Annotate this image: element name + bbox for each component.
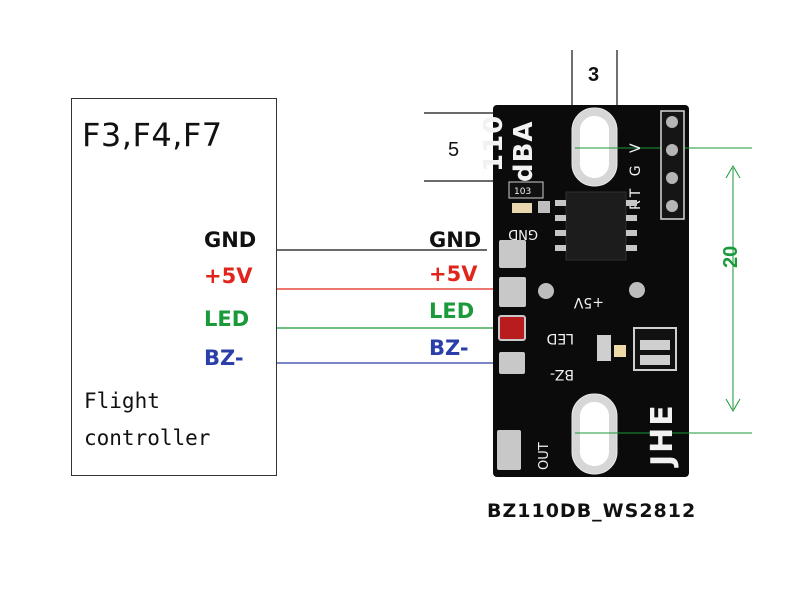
out-pad [497, 430, 521, 470]
fc-led-label: LED [204, 307, 250, 331]
smd-pad-1 [538, 201, 550, 213]
silk-bz: BZ- [550, 366, 574, 382]
silk-model-line2: dBA [509, 120, 539, 182]
5v-pad [499, 277, 526, 307]
gnd-pad [499, 240, 526, 268]
smd-part-1 [597, 335, 611, 361]
fc-bz-label: BZ- [204, 346, 244, 370]
dimension-5-label: 5 [448, 139, 460, 161]
ic-pin [555, 200, 566, 206]
silk-5v: +5V [573, 294, 604, 310]
right-header [660, 110, 685, 220]
fc-name-line1: Flight [84, 389, 160, 413]
resistor-103 [508, 181, 544, 199]
fc-5v-label: +5V [204, 264, 253, 288]
via-5v [538, 283, 554, 299]
header-pin-g [666, 144, 678, 156]
fc-gnd-label: GND [204, 228, 257, 252]
led-pad [498, 315, 526, 341]
header-pin-extra [666, 200, 678, 212]
flight-controller-title: F3,F4,F7 [82, 116, 223, 154]
silk-right-header: RT G V [628, 139, 644, 210]
ic-pin [555, 215, 566, 221]
ic-pin [626, 245, 637, 251]
via-right [629, 282, 645, 298]
bz-pad [499, 352, 525, 374]
smd-part-2-pad [640, 355, 670, 365]
ic-pin [626, 200, 637, 206]
silk-gnd: GND [508, 226, 538, 241]
capacitor-1 [512, 203, 532, 213]
top-slot-hole [580, 116, 609, 178]
flight-controller-box [71, 98, 277, 476]
fc-name-line2: controller [84, 426, 211, 450]
dim-20-arrow-up [725, 165, 741, 179]
silk-resistor: 103 [514, 187, 531, 197]
ic-pin [626, 230, 637, 236]
bottom-slot-hole [580, 402, 609, 466]
flight-controller-name: Flight controller [84, 383, 210, 457]
smd-part-2-pad [640, 340, 670, 350]
dimension-3-label: 3 [588, 64, 600, 86]
board-caption: BZ110DB_WS2812 [487, 500, 697, 522]
board-5v-label: +5V [429, 262, 478, 286]
board-led-label: LED [429, 299, 475, 323]
ic-chip [565, 191, 627, 261]
header-pin-v [666, 116, 678, 128]
silk-brand: JHE [645, 403, 680, 468]
board-gnd-label: GND [429, 228, 482, 252]
ic-pin [555, 245, 566, 251]
ic-pin [555, 230, 566, 236]
ws2812-led [614, 345, 626, 357]
header-pin-rt [666, 172, 678, 184]
ic-pin [626, 215, 637, 221]
dim-20-arrow-down [725, 398, 741, 412]
board-bz-label: BZ- [429, 336, 469, 360]
silk-led: LED [547, 330, 574, 346]
silk-out: OUT [537, 442, 552, 470]
silk-model-line1: 110 [479, 115, 509, 172]
